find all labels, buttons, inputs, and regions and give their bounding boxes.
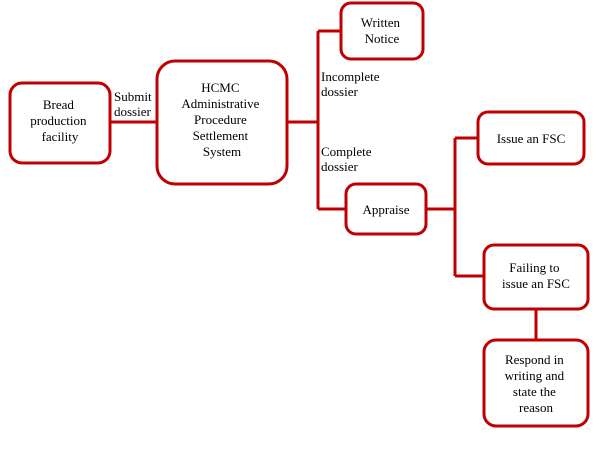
node-respond-in-writing: Respond in writing and state the reason	[482, 338, 590, 428]
edge-label-submit-dossier: Submit dossier	[114, 89, 155, 119]
edge-label-line: Submit	[114, 89, 152, 104]
node-text-line: Bread	[43, 97, 75, 112]
node-written-notice: Written Notice	[339, 1, 425, 61]
svg-text:Respond in writing and: Respond in writing and state the reason	[505, 352, 568, 415]
svg-text:Incomplete dossier: Incomplete dossier	[321, 69, 383, 99]
node-box	[344, 182, 428, 236]
svg-text:Issue an FSC: Issue an FSC	[497, 131, 566, 146]
node-box	[155, 59, 289, 186]
node-text-line: production	[30, 113, 87, 128]
edge-label-line: dossier	[114, 104, 152, 119]
node-text-line: writing and	[505, 368, 565, 383]
node-text-line: Settlement	[193, 128, 249, 143]
node-text-line: reason	[519, 400, 553, 415]
node-text-line: System	[203, 144, 241, 159]
svg-text:Written Notice: Written Notice	[361, 15, 403, 46]
edge-label-incomplete-dossier: Incomplete dossier	[321, 69, 383, 99]
edge-label-line: dossier	[321, 159, 359, 174]
node-text-line: state the	[513, 384, 556, 399]
node-text-line: Appraise	[363, 202, 410, 217]
svg-text:Complete dossier: Complete dossier	[321, 144, 375, 174]
edge-label-line: Incomplete	[321, 69, 380, 84]
node-text-line: Written	[361, 15, 401, 30]
node-box	[476, 110, 586, 166]
node-text-line: Administrative	[181, 96, 259, 111]
node-bread-production-facility: Bread production facility	[8, 81, 112, 165]
node-hcmc-system: HCMC Administrative Procedure Settlement…	[155, 59, 289, 186]
node-text-line: Notice	[365, 31, 400, 46]
connectors	[110, 29, 538, 340]
svg-text:Failing to issue an FSC: Failing to issue an FSC	[502, 260, 570, 291]
node-text-line: Failing to	[509, 260, 559, 275]
node-text-line: HCMC	[201, 80, 239, 95]
node-failing-to-issue-fsc: Failing to issue an FSC	[482, 243, 590, 311]
svg-text:Bread production f: Bread production facility	[30, 97, 90, 144]
node-box	[8, 81, 112, 165]
node-text-line: issue an FSC	[502, 276, 570, 291]
edge-label-line: Complete	[321, 144, 372, 159]
node-text-line: Procedure	[194, 112, 247, 127]
node-box	[482, 243, 590, 311]
node-text-line: Respond in	[505, 352, 564, 367]
node-appraise: Appraise	[344, 182, 428, 236]
svg-text:Appraise: Appraise	[363, 202, 410, 217]
node-box	[339, 1, 425, 61]
edge-label-complete-dossier: Complete dossier	[321, 144, 375, 174]
svg-text:HCMC Administrative: HCMC Administrative Procedure Settlement…	[181, 80, 262, 159]
node-box	[482, 338, 590, 428]
node-text-line: Issue an FSC	[497, 131, 566, 146]
svg-text:Submit dossier: Submit dossier	[114, 89, 155, 119]
node-issue-fsc: Issue an FSC	[476, 110, 586, 166]
node-text-line: facility	[42, 129, 79, 144]
edge-label-line: dossier	[321, 84, 359, 99]
